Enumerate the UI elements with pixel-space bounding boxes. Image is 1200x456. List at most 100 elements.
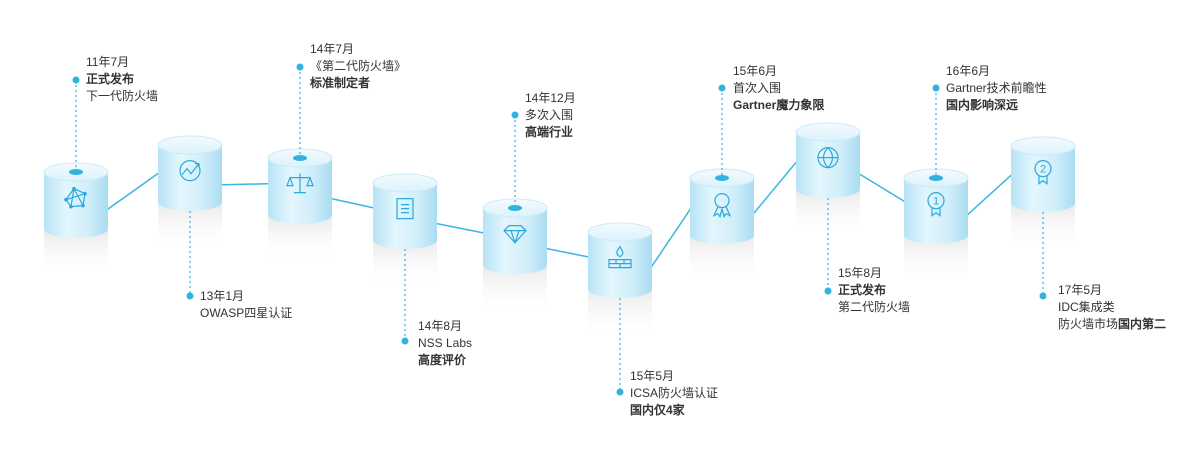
leader-dot: [186, 292, 194, 300]
anchor-dot: [715, 175, 729, 181]
firewall-icon: [608, 245, 632, 269]
milestone-text: 正式发布: [86, 72, 135, 86]
cylinder-body: [158, 145, 222, 211]
milestone-text: 多次入围: [525, 108, 574, 122]
milestone-cylinder: [267, 148, 333, 264]
svg-text:2: 2: [1040, 164, 1046, 176]
milestone-text: 第二代防火墙: [838, 300, 911, 314]
milestone-cylinder: 1: [903, 168, 969, 284]
milestone-cylinder: [372, 173, 438, 289]
milestone-label-m9: 16年6月 Gartner技术前瞻性国内影响深远: [946, 63, 1047, 114]
cylinder-top: [795, 122, 861, 142]
svg-text:1: 1: [933, 196, 939, 208]
leader-dot: [511, 111, 519, 119]
milestone-label-m7: 15年6月首次入围 Gartner魔力象限: [733, 63, 824, 114]
leader-dot: [824, 287, 832, 295]
milestone-text: ICSA防火墙认证: [630, 386, 719, 400]
milestone-cylinder: [157, 135, 223, 251]
connector-line: [647, 203, 695, 273]
milestone-label-m4: 14年8月 NSS Labs 高度评价: [418, 318, 472, 369]
connector-line: [963, 171, 1016, 219]
timeline-cylinders: 12: [43, 122, 1076, 338]
medal-1-icon: 1: [927, 192, 945, 217]
leader-dot: [616, 388, 624, 396]
milestone-text: 防火墙市场国内第二: [1058, 317, 1167, 331]
milestone-text: NSS Labs: [418, 336, 473, 350]
network-icon: [64, 186, 87, 209]
milestone-label-m1: 11年7月正式发布下一代防火墙: [86, 54, 158, 105]
milestone-date: 14年7月: [310, 42, 355, 56]
cylinder-reflection: [483, 265, 547, 314]
milestone-text: 首次入围: [733, 81, 782, 95]
connector-line: [855, 171, 909, 205]
milestone-date: 16年6月: [946, 64, 991, 78]
anchor-dot: [293, 155, 307, 161]
anchor-dot: [929, 175, 943, 181]
cylinder-reflection: [44, 229, 108, 278]
milestone-label-m8: 15年8月正式发布第二代防火墙: [838, 265, 910, 316]
milestone-text: 高度评价: [418, 353, 467, 367]
milestone-cylinder: 2: [1010, 136, 1076, 252]
label-leaders: [69, 63, 1047, 396]
cylinder-body: [44, 172, 108, 238]
cylinder-top: [1010, 136, 1076, 156]
milestone-text: 标准制定者: [310, 76, 371, 90]
leader-dot: [401, 337, 409, 345]
cylinder-reflection: [268, 215, 332, 264]
cylinder-top: [372, 173, 438, 193]
milestone-date: 17年5月: [1058, 283, 1103, 297]
anchor-dot: [69, 169, 83, 175]
milestone-text: 正式发布: [838, 283, 887, 297]
milestone-text: Gartner魔力象限: [733, 98, 825, 112]
connector-line: [103, 170, 163, 213]
cylinder-body: [796, 132, 860, 198]
cylinder-body: [373, 183, 437, 249]
milestone-cylinder: [795, 122, 861, 238]
milestone-date: 14年8月: [418, 319, 463, 333]
milestone-date: 13年1月: [200, 289, 245, 303]
milestone-text: 国内影响深远: [946, 98, 1019, 112]
connector-line: [542, 247, 593, 259]
cylinder-reflection: [904, 235, 968, 284]
scale-icon: [286, 173, 314, 194]
milestone-text: 《第二代防火墙》: [310, 59, 407, 73]
milestone-date: 15年5月: [630, 369, 675, 383]
milestone-text: OWASP四星认证: [200, 306, 293, 320]
milestone-date: 15年6月: [733, 64, 778, 78]
medal-2-icon: 2: [1034, 160, 1052, 185]
connector-line: [749, 157, 801, 219]
cylinder-body: [1011, 146, 1075, 212]
milestone-label-m3: 14年7月《第二代防火墙》标准制定者: [310, 41, 406, 92]
cylinder-top: [587, 222, 653, 242]
milestone-text: 国内仅4家: [630, 403, 685, 417]
milestone-date: 15年8月: [838, 266, 883, 280]
connector-line: [327, 197, 378, 210]
leader-dot: [718, 84, 726, 92]
leader-dot: [72, 76, 80, 84]
milestone-date: 14年12月: [525, 91, 576, 105]
globe-icon: [817, 147, 839, 169]
leader-dot: [932, 84, 940, 92]
milestone-date: 11年7月: [86, 55, 130, 69]
milestone-label-m10: 17年5月 IDC集成类防火墙市场国内第二: [1058, 282, 1166, 333]
cylinder-body: [904, 178, 968, 244]
diamond-icon: [503, 225, 527, 245]
milestone-label-m5: 14年12月多次入围高端行业: [525, 90, 576, 141]
milestone-text: IDC集成类: [1058, 300, 1115, 314]
award-ribbon-icon: [712, 193, 732, 219]
leader-dot: [296, 63, 304, 71]
milestone-cylinder: [689, 168, 755, 284]
milestone-cylinder: [482, 198, 548, 314]
milestone-text: 下一代防火墙: [86, 89, 159, 103]
milestone-text: 高端行业: [525, 125, 574, 139]
milestone-text: Gartner技术前瞻性: [946, 81, 1047, 95]
milestone-cylinder: [587, 222, 653, 338]
document-icon: [396, 198, 414, 220]
chart-trend-icon: [179, 160, 201, 182]
milestone-label-m6: 15年5月 ICSA防火墙认证国内仅4家: [630, 368, 718, 419]
connector-line: [432, 222, 488, 235]
connector-line: [217, 182, 273, 186]
milestone-label-m2: 13年1月 OWASP四星认证: [200, 288, 292, 322]
timeline-connectors: [103, 157, 1016, 273]
leader-dot: [1039, 292, 1047, 300]
